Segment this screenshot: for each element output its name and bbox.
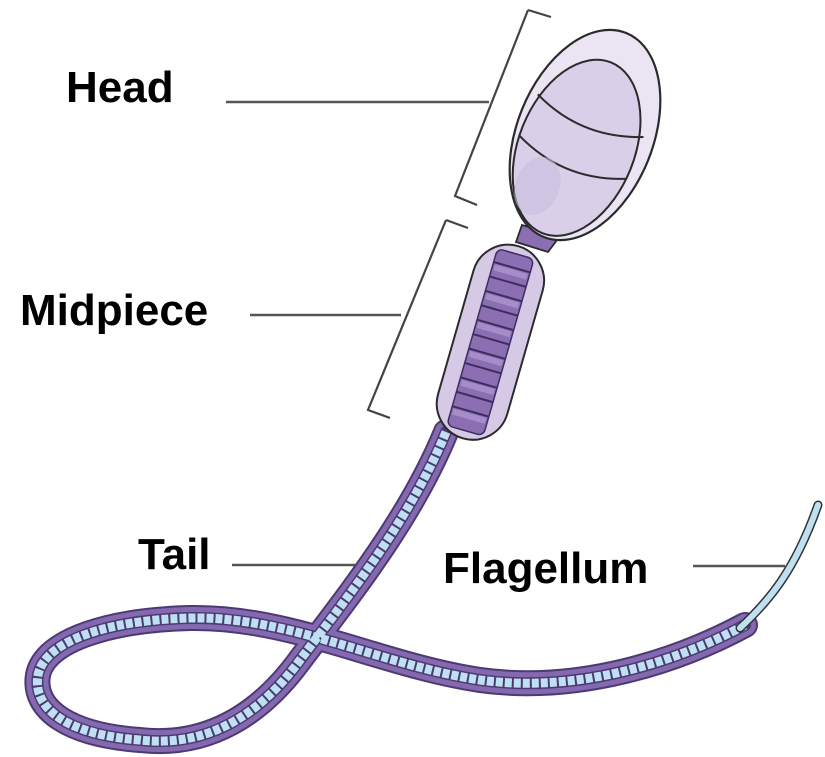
head-label: Head [66, 66, 174, 110]
flagellum-label: Flagellum [443, 547, 648, 591]
midpiece-label: Midpiece [20, 289, 208, 333]
tail-label: Tail [138, 533, 211, 577]
midpiece [428, 236, 552, 448]
head [481, 8, 690, 263]
